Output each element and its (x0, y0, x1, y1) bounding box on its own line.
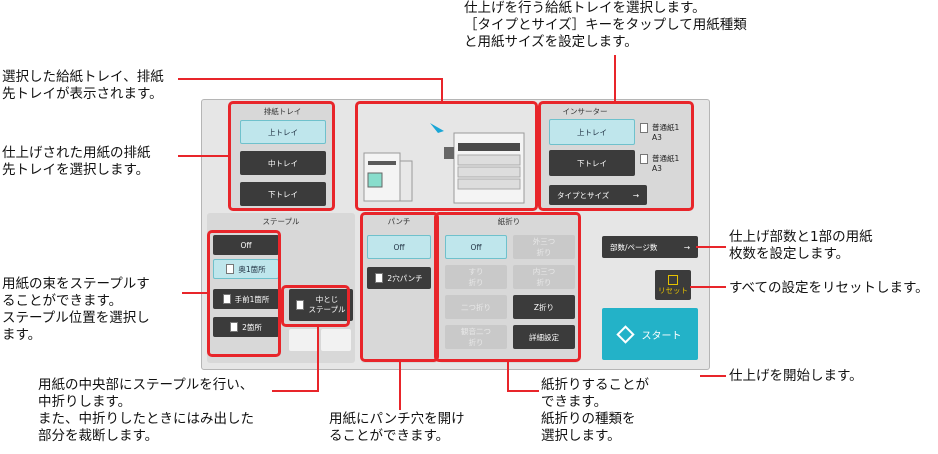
annotation-staple: 用紙の束をステープルす ることができます。 ステープル位置を選択し ます。 (2, 276, 150, 343)
annotation-start: 仕上げを開始します。 (729, 368, 863, 384)
connector-line (614, 55, 616, 102)
output-middle-tray-button[interactable]: 中トレイ (240, 151, 326, 175)
punch-panel: パンチ Off 2穴パンチ (361, 213, 437, 363)
inserter-lower-info: 普通紙1 A3 (640, 154, 679, 174)
fold-half-button[interactable]: 二つ折り (445, 295, 507, 319)
staple-title: ステープル (262, 217, 300, 226)
highlight-saddle (281, 285, 350, 327)
punch-title: パンチ (387, 217, 411, 226)
connector-line (272, 390, 319, 392)
inserter-title: インサーター (562, 107, 608, 116)
annotation-tray-display: 選択した給紙トレイ、排紙 先トレイが表示されます。 (2, 69, 164, 102)
start-button[interactable]: スタート (602, 308, 698, 360)
fold-inner-tri-button[interactable]: 内三つ 折り (513, 265, 575, 289)
type-size-button[interactable]: タイプとサイズ→ (549, 185, 647, 205)
paper-icon (640, 123, 648, 133)
staple-off-button[interactable]: Off (213, 235, 279, 255)
annotation-saddle-staple: 用紙の中央部にステープルを行い、 中折りします。 また、中折りしたときにはみ出し… (38, 377, 254, 444)
machine-illustration (354, 103, 536, 209)
staple-blank-1 (289, 329, 319, 351)
connector-line (178, 78, 443, 80)
connector-line (700, 375, 726, 377)
staple-blank-2 (321, 329, 351, 351)
connector-line (182, 292, 208, 294)
connector-line (399, 362, 401, 410)
connector-line (317, 327, 319, 390)
punch-off-button[interactable]: Off (367, 235, 431, 259)
highlight-tray-display (355, 101, 538, 211)
highlight-punch (360, 212, 439, 362)
connector-line (696, 246, 726, 248)
staple-back-one-button[interactable]: 奥1箇所 (213, 259, 279, 279)
output-lower-tray-button[interactable]: 下トレイ (240, 182, 326, 206)
two-hole-punch-button[interactable]: 2穴パンチ (367, 267, 431, 289)
arrow-right-icon: → (632, 190, 639, 200)
inserter-upper-tray-button[interactable]: 上トレイ (549, 119, 635, 145)
annotation-reset: すべての設定をリセットします。 (729, 280, 929, 296)
finishing-screen: 排紙トレイ 上トレイ 中トレイ 下トレイ インサーター 上トレイ 普通紙1 A3… (201, 99, 710, 370)
connector-line (178, 155, 230, 157)
inserter-upper-info: 普通紙1 A3 (640, 123, 679, 143)
highlight-staple (207, 230, 281, 357)
fold-gate-button[interactable]: 観音二つ 折り (445, 325, 507, 349)
highlight-fold (434, 212, 581, 362)
fold-panel: 紙折り Off 外三つ 折り すり 折り 内三つ 折り 二つ折り Z折り 観音二… (439, 213, 579, 363)
fold-outer-tri-button[interactable]: 外三つ 折り (513, 235, 575, 259)
reset-button[interactable]: リセット (655, 270, 691, 300)
highlight-output-tray (228, 101, 335, 211)
reset-icon (668, 274, 678, 285)
annotation-tray-select: 仕上げを行う給紙トレイを選択します。 ［タイプとサイズ］キーをタップして用紙種類… (464, 0, 747, 50)
highlight-inserter (538, 101, 694, 211)
connector-line (690, 286, 726, 288)
connector-line (441, 78, 443, 102)
arrow-right-icon: → (683, 242, 690, 252)
staple-back-icon (226, 264, 235, 274)
start-icon (615, 324, 635, 344)
annotation-copies: 仕上げ部数と1部の用紙 枚数を設定します。 (729, 229, 873, 262)
booklet-icon (296, 300, 305, 310)
inserter-panel: インサーター 上トレイ 普通紙1 A3 下トレイ 普通紙1 A3 タイプとサイズ… (540, 103, 692, 209)
staple-front-icon (222, 294, 231, 304)
fold-z-button[interactable]: Z折り (513, 295, 575, 319)
output-upper-tray-button[interactable]: 上トレイ (240, 120, 326, 144)
fold-title: 紙折り (497, 217, 521, 226)
annotation-punch: 用紙にパンチ穴を開け ることができます。 (329, 411, 465, 444)
copies-pages-button[interactable]: 部数/ページ数→ (602, 236, 698, 258)
fold-detail-button[interactable]: 詳細設定 (513, 325, 575, 349)
punch-icon (375, 273, 384, 283)
connector-line (507, 362, 509, 392)
output-tray-title: 排紙トレイ (263, 107, 302, 116)
staple-front-one-button[interactable]: 手前1箇所 (213, 289, 279, 309)
paper-icon (640, 154, 648, 164)
staple-two-icon (230, 322, 239, 332)
output-tray-panel: 排紙トレイ 上トレイ 中トレイ 下トレイ (231, 103, 334, 209)
inserter-lower-tray-button[interactable]: 下トレイ (549, 150, 635, 176)
fold-center-button[interactable]: すり 折り (445, 265, 507, 289)
staple-two-button[interactable]: 2箇所 (213, 317, 279, 337)
annotation-output-tray: 仕上げされた用紙の排紙 先トレイを選択します。 (2, 145, 151, 178)
fold-off-button[interactable]: Off (445, 235, 507, 259)
connector-line (507, 390, 539, 392)
annotation-fold: 紙折りすることが できます。 紙折りの種類を 選択します。 (541, 377, 649, 444)
saddle-staple-button[interactable]: 中とじ ステープル (289, 289, 353, 321)
